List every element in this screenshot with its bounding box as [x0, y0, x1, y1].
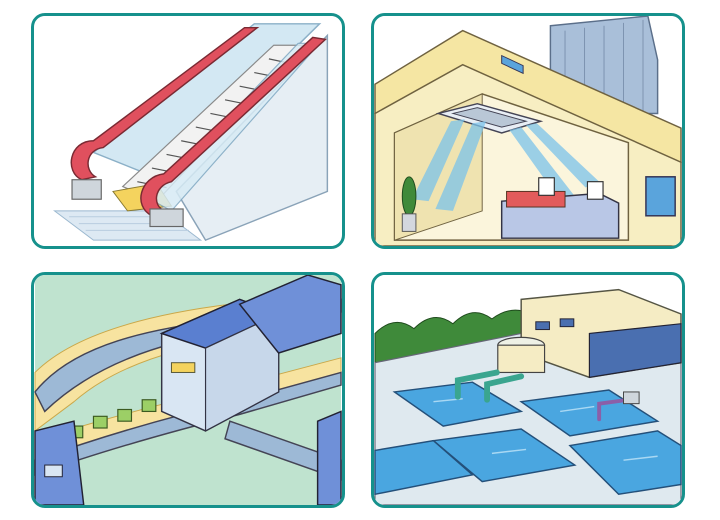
- conveyor-line-illustration: [31, 272, 345, 508]
- ceiling-air-conditioner-icon: [374, 16, 682, 246]
- air-conditioning-illustration: [371, 13, 685, 249]
- escalator-icon: [34, 16, 342, 246]
- escalator-illustration: [31, 13, 345, 249]
- water-treatment-icon: [374, 275, 682, 505]
- water-treatment-illustration: [371, 272, 685, 508]
- conveyor-belt-icon: [34, 275, 342, 505]
